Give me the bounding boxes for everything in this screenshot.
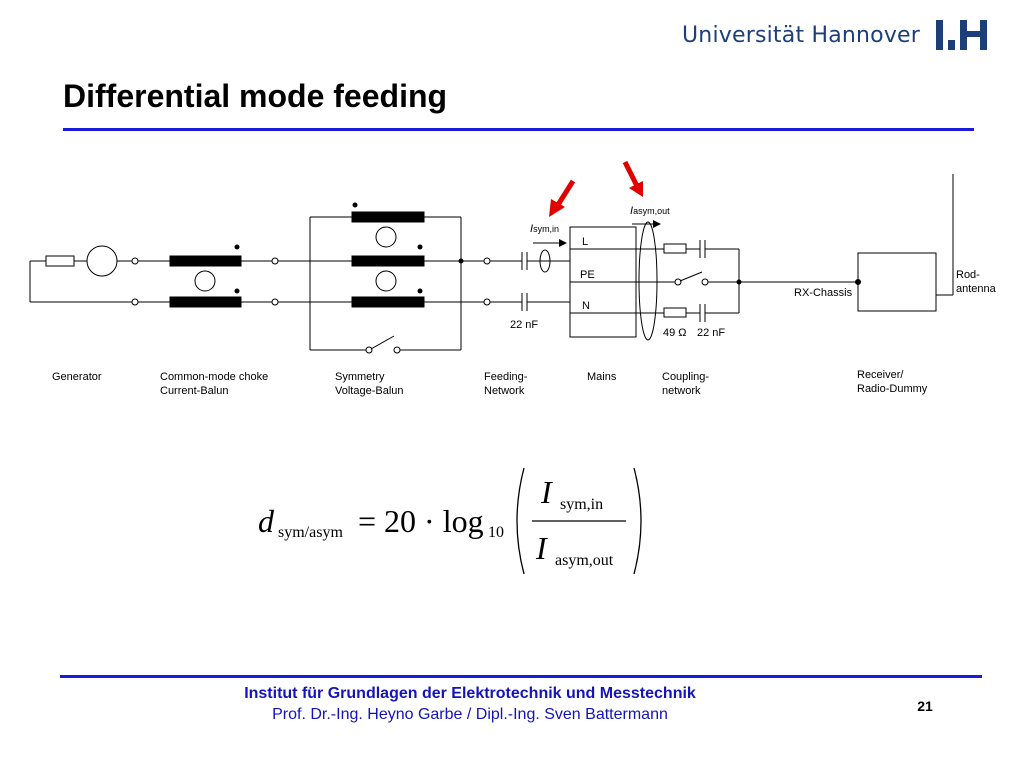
title-divider [63, 128, 974, 131]
coupling-network [663, 240, 858, 322]
formula-denominator-subscript: asym,out [555, 552, 614, 569]
footer-institute: Institut für Grundlagen der Elektrotechn… [244, 685, 696, 702]
generator-label: Generator [52, 371, 102, 383]
formula-d-subscript: sym/asym [278, 524, 343, 541]
rx-chassis-label: RX-Chassis [794, 287, 853, 299]
formula-equals: = 20 · log [358, 503, 484, 539]
feeding-label: Feeding- Network [484, 371, 528, 397]
attenuation-formula: d sym/asym = 20 · log 10 I sym,in I asym… [258, 466, 658, 576]
symmetry-label: Symmetry Voltage-Balun [335, 371, 404, 397]
university-name: Universität Hannover [682, 22, 921, 48]
common-mode-choke [138, 244, 279, 308]
coupling-label: Coupling- network [662, 371, 710, 397]
coupling-resistor-label: 49 Ω [663, 327, 687, 339]
generator-block [29, 245, 139, 306]
lfh-logo-icon [936, 20, 988, 50]
formula-parentheses [516, 467, 642, 575]
i-sym-in-label: Isym,in [530, 223, 560, 235]
choke-label: Common-mode choke Current-Balun [160, 371, 269, 397]
formula-log-subscript: 10 [488, 524, 504, 541]
measurement-arrows [549, 160, 643, 217]
coupling-capacitor-label: 22 nF [697, 327, 726, 339]
mains-line-n-label: N [582, 300, 590, 312]
i-asym-out-label: Iasym,out [630, 205, 670, 217]
symmetry-balun [278, 202, 491, 354]
feed-capacitor-label: 22 nF [510, 319, 539, 331]
mains-line-l-label: L [582, 236, 589, 248]
formula-denominator: I [536, 530, 547, 566]
receiver-label: Receiver/ Radio-Dummy [857, 369, 928, 395]
university-logo: Universität Hannover [682, 18, 990, 52]
formula-numerator: I [541, 474, 552, 510]
rod-antenna-label: Rod- antenna [956, 269, 996, 295]
footer-authors: Prof. Dr.-Ing. Heyno Garbe / Dipl.-Ing. … [272, 706, 668, 723]
footer: Institut für Grundlagen der Elektrotechn… [130, 683, 810, 725]
footer-divider [60, 675, 982, 678]
mains-line-pe-label: PE [580, 269, 595, 281]
receiver-block [855, 174, 954, 312]
feeding-network [490, 239, 570, 311]
mains-label: Mains [587, 371, 617, 383]
mains-box [569, 220, 675, 341]
formula-numerator-subscript: sym,in [560, 496, 604, 513]
page-number: 21 [917, 698, 933, 714]
formula-d: d [258, 503, 274, 539]
page-title: Differential mode feeding [63, 78, 448, 114]
